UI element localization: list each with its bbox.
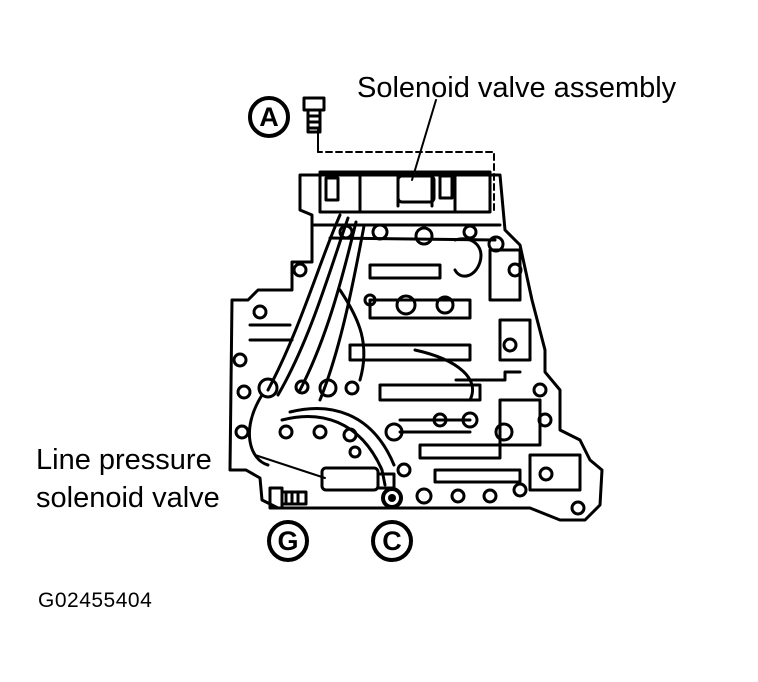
- line-pressure-label-line1: Line pressure: [36, 444, 212, 476]
- solenoid-assembly-leader: [411, 99, 437, 181]
- callout-g: G: [267, 520, 309, 562]
- bolt-c-marker: [381, 487, 403, 509]
- callout-a: A: [248, 96, 290, 138]
- line-pressure-leader: [254, 454, 326, 479]
- callout-c: C: [371, 520, 413, 562]
- figure-code: G02455404: [38, 589, 153, 612]
- wire-harness: [266, 213, 342, 392]
- valve-body-outline: [228, 173, 604, 522]
- line-pressure-label-line2: solenoid valve: [36, 482, 220, 514]
- line-pressure-solenoid: [320, 466, 380, 492]
- solenoid-assembly-body: [318, 170, 492, 214]
- bolt-a: [302, 96, 326, 112]
- solenoid-assembly-label: Solenoid valve assembly: [357, 72, 677, 104]
- bolt-g: [268, 486, 284, 510]
